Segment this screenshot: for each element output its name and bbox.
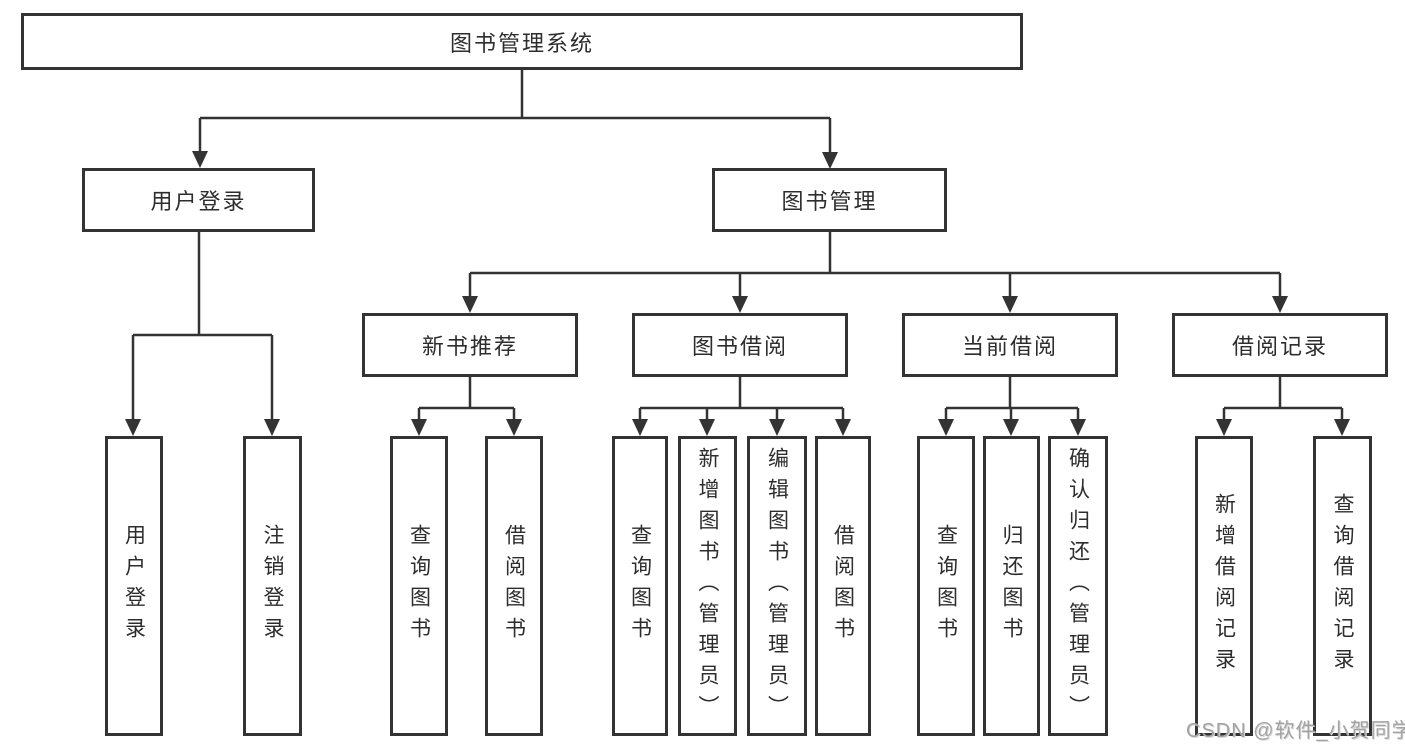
connector-root-to-level2: [192, 70, 838, 169]
leaf-user-login: 用户登录: [105, 436, 163, 736]
leaf-add-books-admin: 新增图书（管理员）: [678, 436, 737, 736]
leaf-recommend-borrow-books: 借阅图书: [485, 436, 543, 736]
leaf-current-query-books: 查询图书: [917, 436, 975, 736]
leaf-return-books: 归还图书: [983, 436, 1040, 736]
node-book-borrowing: 图书借阅: [632, 313, 848, 377]
csdn-watermark: CSDN @软件_小贺同学: [1186, 720, 1405, 742]
connector-borrow-leaves: [632, 377, 851, 436]
node-root-library-system: 图书管理系统: [21, 13, 1023, 70]
leaf-borrow-query-books: 查询图书: [612, 436, 668, 736]
node-user-login: 用户登录: [82, 168, 315, 232]
leaf-logout: 注销登录: [243, 436, 302, 736]
node-current-borrowing: 当前借阅: [902, 313, 1118, 377]
connector-recommend-leaves: [411, 377, 522, 436]
leaf-query-borrow-record: 查询借阅记录: [1313, 436, 1372, 736]
leaf-borrow-books: 借阅图书: [815, 436, 871, 736]
node-book-management: 图书管理: [712, 168, 947, 232]
leaf-edit-books-admin: 编辑图书（管理员）: [747, 436, 807, 736]
connector-records-leaves: [1216, 377, 1350, 436]
connector-current-leaves: [938, 377, 1086, 436]
leaf-confirm-return-admin: 确认归还（管理员）: [1048, 436, 1108, 736]
node-borrowing-records: 借阅记录: [1172, 313, 1388, 377]
connector-mgmt-to-sections: [462, 232, 1288, 313]
leaf-recommend-query-books: 查询图书: [390, 436, 448, 736]
node-new-book-recommendation: 新书推荐: [362, 313, 578, 377]
connector-user-branch: [125, 232, 280, 436]
leaf-add-borrow-record: 新增借阅记录: [1195, 436, 1253, 736]
